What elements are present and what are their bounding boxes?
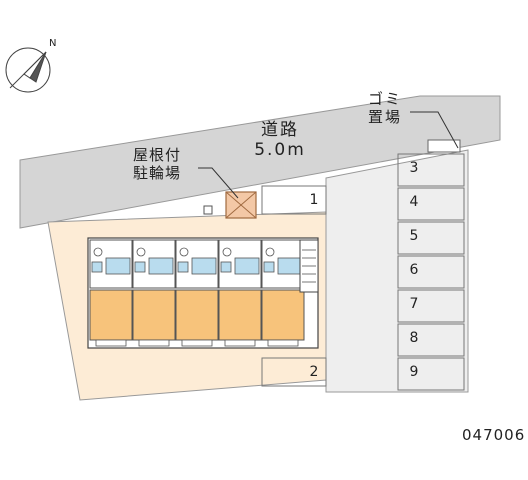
road	[19, 95, 501, 229]
unit-balcony	[224, 339, 256, 347]
unit-bathroom	[148, 257, 174, 275]
parking-space-outline	[261, 357, 327, 387]
unit-bathroom	[234, 257, 260, 275]
apartment-unit	[132, 239, 176, 347]
parking-space-number: 9	[409, 364, 419, 380]
parking-space-number: 8	[409, 330, 419, 346]
north-label: N	[49, 38, 57, 49]
unit-toilet	[222, 247, 232, 257]
trash-area-label: ゴミ 置場	[358, 90, 412, 126]
unit-sink	[263, 261, 275, 273]
parking-space-number: 2	[309, 364, 319, 380]
unit-sink	[134, 261, 146, 273]
bike-shelter	[225, 191, 257, 219]
unit-toilet	[136, 247, 146, 257]
unit-toilet	[265, 247, 275, 257]
parking-space-outline	[397, 289, 465, 323]
unit-balcony	[138, 339, 170, 347]
unit-sink	[220, 261, 232, 273]
road-name: 道路	[261, 120, 299, 140]
road-width: 5.0m	[254, 140, 306, 161]
parking-space-outline	[397, 323, 465, 357]
property-id: 047006	[462, 426, 526, 444]
bike-parking-label: 屋根付 駐輪場	[112, 146, 202, 182]
parking-space-number: 1	[309, 192, 319, 208]
unit-room	[175, 289, 219, 341]
north-arrow-compass	[5, 47, 51, 93]
unit-balcony	[267, 339, 299, 347]
apartment-unit	[218, 239, 262, 347]
unit-bathroom	[277, 257, 303, 275]
parking-lot	[325, 149, 469, 393]
unit-toilet	[93, 247, 103, 257]
utility-box	[203, 205, 213, 215]
apartment-building	[87, 237, 319, 349]
parking-space-number: 6	[409, 262, 419, 278]
parking-space-outline	[261, 185, 327, 215]
unit-room	[218, 289, 262, 341]
unit-balcony	[95, 339, 127, 347]
unit-bathroom	[191, 257, 217, 275]
trash-area-line1: ゴミ	[367, 90, 402, 108]
trash-area	[427, 139, 461, 153]
parking-space-outline	[397, 357, 465, 391]
unit-room	[132, 289, 176, 341]
bike-parking-line2: 駐輪場	[132, 164, 181, 182]
bike-leader-line	[198, 167, 239, 199]
parking-space-outline	[397, 187, 465, 221]
apartment-unit	[89, 239, 133, 347]
apartment-unit	[175, 239, 219, 347]
parking-space-number: 5	[409, 228, 419, 244]
trash-area-line2: 置場	[367, 108, 402, 126]
parking-space-number: 7	[409, 296, 419, 312]
unit-room	[89, 289, 133, 341]
unit-bathroom	[105, 257, 131, 275]
unit-sink	[91, 261, 103, 273]
unit-balcony	[181, 339, 213, 347]
parking-spaces	[261, 153, 465, 391]
parking-space-outline	[397, 221, 465, 255]
parking-space-number: 4	[409, 194, 419, 210]
trash-leader-line	[410, 111, 459, 149]
parking-space-outline	[397, 153, 465, 187]
unit-toilet	[179, 247, 189, 257]
road-label: 道路 5.0m	[230, 120, 330, 161]
parking-space-outline	[397, 255, 465, 289]
apartment-unit	[261, 239, 305, 347]
parking-space-number: 3	[409, 160, 419, 176]
bike-parking-line1: 屋根付	[132, 146, 181, 164]
unit-room	[261, 289, 305, 341]
unit-sink	[177, 261, 189, 273]
